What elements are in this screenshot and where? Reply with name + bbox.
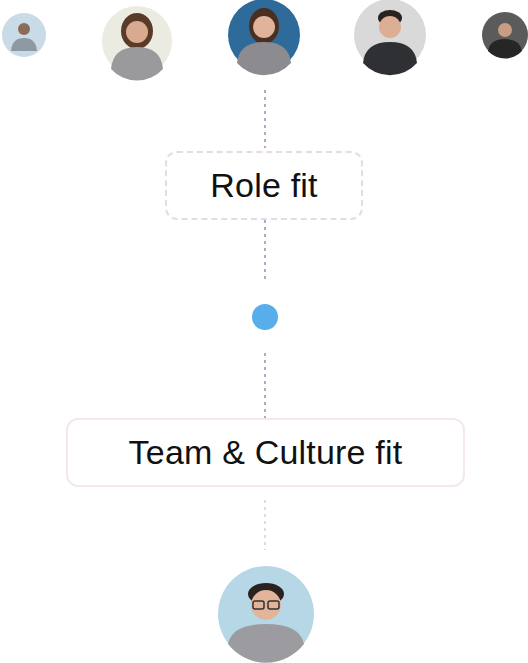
avatar-head — [18, 23, 30, 35]
node-label: Role fit — [210, 167, 317, 204]
avatar-body — [228, 624, 304, 663]
team-culture-box: Team & Culture fit — [66, 418, 465, 487]
avatar-bg — [482, 12, 528, 58]
avatar-body — [237, 42, 291, 75]
dotted-lead-line — [264, 500, 266, 550]
avatar — [102, 6, 172, 81]
gap-mask — [229, 281, 301, 353]
role-fit-box: Role fit — [165, 151, 363, 220]
dotted-lead-line — [264, 90, 266, 148]
avatar-body — [488, 39, 522, 59]
avatar — [228, 0, 300, 75]
avatar-glasses — [268, 601, 279, 609]
avatar-head — [498, 23, 512, 37]
avatar-head — [253, 16, 275, 38]
avatar-head — [251, 590, 281, 620]
avatar-head — [126, 21, 148, 43]
avatar — [482, 12, 528, 59]
avatar-bg — [2, 13, 46, 57]
node-label: Team & Culture fit — [129, 434, 403, 471]
progress-dot — [252, 304, 278, 330]
avatar-bg — [218, 566, 314, 662]
avatar-body — [11, 38, 37, 51]
selected-avatar — [218, 566, 314, 663]
avatar — [2, 13, 46, 57]
avatar-glasses — [253, 601, 264, 609]
avatar — [354, 0, 426, 75]
avatar-body — [111, 47, 163, 81]
avatar-hair — [249, 8, 279, 44]
avatar-head — [379, 16, 401, 38]
avatar-body — [363, 42, 417, 75]
avatar-hair — [121, 13, 153, 49]
candidate-avatars — [2, 0, 528, 81]
